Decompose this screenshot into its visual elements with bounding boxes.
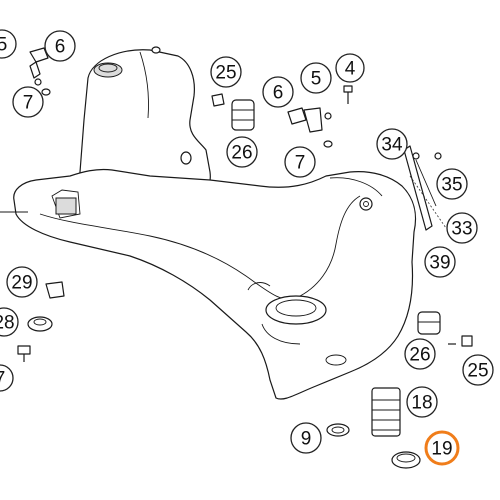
fuel-filter-18	[371, 387, 401, 437]
rubber-buffer-bottom	[417, 311, 441, 335]
callout-19-label: 19	[431, 439, 452, 460]
screw-4	[343, 85, 353, 104]
callout-25-bottom: 25	[462, 354, 494, 386]
callout-7-top-left: 7	[12, 86, 44, 118]
callout-18-label: 18	[411, 393, 432, 414]
fitting-top-left	[29, 47, 49, 86]
callout-26-top-label: 26	[231, 143, 252, 164]
callout-4: 4	[335, 53, 365, 83]
callout-39: 39	[424, 246, 456, 278]
washer-top-right	[323, 140, 333, 148]
callout-4-label: 4	[345, 59, 356, 80]
callout-29: 29	[6, 266, 38, 298]
callout-18: 18	[406, 386, 438, 418]
bushing-28	[27, 316, 53, 332]
seal-ring-19	[391, 451, 421, 469]
callout-5-top-right: 5	[300, 62, 332, 94]
callout-28: 28	[0, 307, 19, 337]
callout-9: 9	[290, 422, 322, 454]
callout-5-top-right-label: 5	[311, 69, 322, 90]
callout-29-label: 29	[11, 273, 32, 294]
callout-7-top-left-label: 7	[23, 93, 34, 114]
callout-7-top-right: 7	[284, 146, 316, 178]
callout-26-bottom-label: 26	[409, 345, 430, 366]
callout-7-top-right-label: 7	[295, 153, 306, 174]
tank-strap	[403, 145, 447, 231]
callout-5-top-left: 5	[0, 29, 17, 59]
callout-35-label: 35	[441, 175, 462, 196]
callout-34: 34	[376, 128, 408, 160]
angle-fitting-top-right	[287, 107, 332, 133]
callout-19: 19	[424, 430, 460, 466]
washer-top-left	[41, 88, 51, 96]
callout-6-top-right-label: 6	[273, 83, 284, 104]
callout-6-top-left-label: 6	[55, 37, 66, 58]
callout-34-label: 34	[381, 135, 403, 156]
callout-25-bottom-label: 25	[467, 361, 488, 382]
callout-9-label: 9	[301, 429, 312, 450]
callout-6-top-left: 6	[44, 30, 76, 62]
clip-nut-29	[45, 281, 65, 299]
callout-33-label: 33	[451, 219, 472, 240]
screw-bottom-left	[17, 345, 31, 362]
callout-26-top: 26	[226, 136, 258, 168]
screw-bottom-right	[448, 335, 473, 347]
callout-25-top-label: 25	[215, 63, 236, 84]
callout-39-label: 39	[429, 253, 450, 274]
rubber-buffer-top	[211, 93, 255, 131]
callout-35: 35	[436, 168, 468, 200]
callout-6-top-right: 6	[262, 76, 294, 108]
callout-28-label: 28	[0, 313, 15, 334]
fuel-tank	[0, 46, 417, 400]
o-ring-9	[326, 423, 350, 437]
callout-7-bottom-left: 7	[0, 364, 14, 392]
callout-7-bottom-left-label: 7	[0, 369, 5, 390]
callout-5-top-left-label: 5	[0, 35, 7, 56]
callout-33: 33	[446, 212, 478, 244]
callout-26-bottom: 26	[404, 338, 436, 370]
callout-25-top: 25	[210, 56, 242, 88]
